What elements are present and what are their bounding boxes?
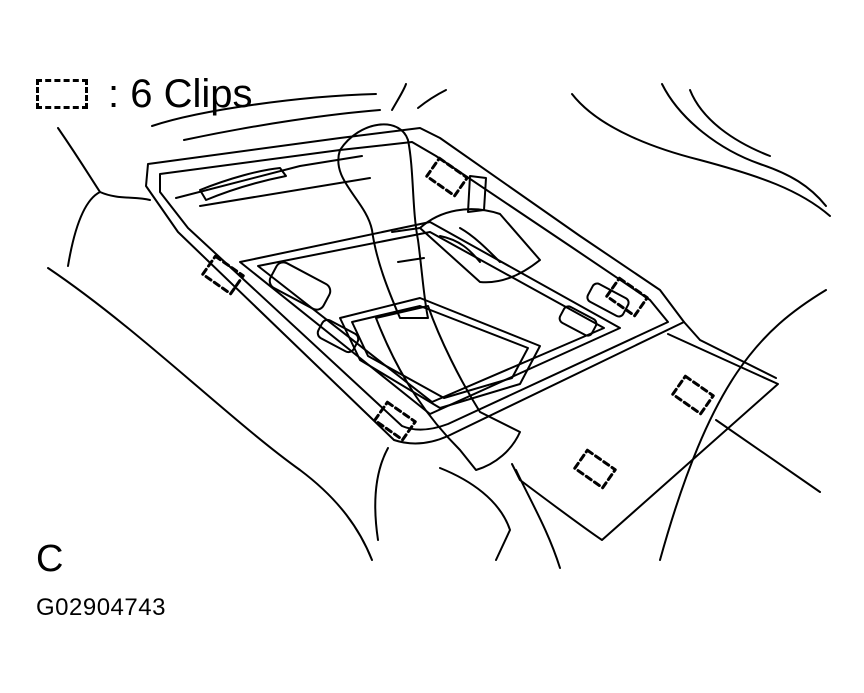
button-lower-left bbox=[316, 318, 360, 354]
shift-lever-collar bbox=[391, 227, 425, 263]
clip-marker-6 bbox=[573, 448, 617, 490]
view-label: C bbox=[36, 538, 64, 580]
left-seat-side bbox=[67, 191, 101, 267]
shift-lever-shaft bbox=[375, 305, 521, 471]
armrest-right-line bbox=[715, 419, 821, 493]
armrest-lid bbox=[511, 333, 779, 541]
console-frame-outer bbox=[145, 127, 685, 445]
clip-marker-1 bbox=[425, 156, 469, 198]
clip-legend: : 6 Clips bbox=[36, 70, 253, 118]
shift-panel-inner bbox=[257, 231, 605, 403]
clip-marker-3 bbox=[373, 400, 417, 442]
dashed-clip-box-icon bbox=[36, 79, 88, 109]
button-right-1 bbox=[558, 305, 598, 337]
boot-folds bbox=[439, 227, 501, 263]
armrest-edge bbox=[683, 321, 777, 379]
right-door-line bbox=[659, 289, 827, 561]
button-upper-left bbox=[268, 261, 332, 311]
dash-curve-top bbox=[151, 93, 377, 127]
console-frame-inner bbox=[159, 141, 669, 431]
console-ledge bbox=[199, 177, 371, 207]
lower-lever-housing bbox=[439, 467, 561, 569]
lever-stub bbox=[467, 175, 487, 213]
right-seat-curve-2 bbox=[661, 83, 827, 207]
dash-curve-inner bbox=[391, 83, 407, 111]
shift-gate-inner bbox=[351, 305, 529, 399]
figure-id: G02904743 bbox=[36, 594, 166, 621]
clip-legend-label: : 6 Clips bbox=[108, 71, 253, 116]
clip-marker-5 bbox=[671, 374, 715, 416]
clip-marker-4 bbox=[605, 276, 649, 318]
dash-curve-inner-2 bbox=[417, 89, 447, 109]
clip-marker-2 bbox=[201, 254, 245, 296]
console-ledge-2 bbox=[175, 155, 363, 199]
right-seat-curve-1 bbox=[571, 93, 831, 217]
tray-slot bbox=[199, 167, 287, 201]
right-seat-curve-3 bbox=[689, 89, 771, 157]
boot-cover bbox=[419, 208, 541, 284]
left-seat-outline bbox=[57, 127, 151, 201]
shift-gate bbox=[339, 297, 541, 409]
shift-knob bbox=[337, 123, 429, 319]
left-console-side bbox=[47, 267, 373, 561]
shift-panel bbox=[239, 221, 621, 415]
left-console-bottom bbox=[374, 447, 389, 541]
dash-curve-mid bbox=[183, 109, 381, 141]
